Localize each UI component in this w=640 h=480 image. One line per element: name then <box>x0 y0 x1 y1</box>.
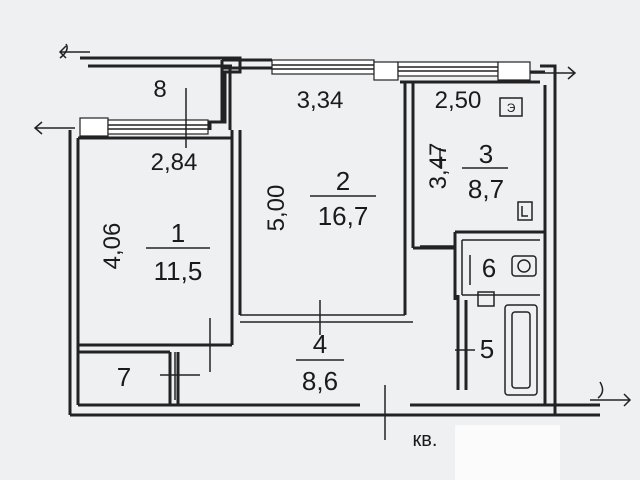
stove-mark: Э <box>507 101 516 115</box>
room-1-width: 4,06 <box>99 223 126 270</box>
room-2-area: 16,7 <box>318 201 369 231</box>
window-pier <box>373 61 399 81</box>
room-3-number: 3 <box>479 139 493 169</box>
window-room-3 <box>397 61 499 77</box>
room-1-number: 1 <box>171 218 185 248</box>
window-pier-left <box>79 117 109 137</box>
window-pier-right <box>497 61 531 81</box>
door-marks <box>160 88 475 440</box>
paper-patch <box>455 425 560 480</box>
sink-icon <box>511 255 537 277</box>
window-room-1 <box>107 119 209 135</box>
room-7-number: 7 <box>117 362 131 392</box>
room-3-width: 2,50 <box>435 87 482 114</box>
interior-walls <box>78 82 545 405</box>
toilet-icon <box>477 291 495 307</box>
section-arrows <box>33 43 632 407</box>
room-4-area: 8,6 <box>302 366 338 396</box>
room-8-number: 8 <box>153 76 166 103</box>
fixtures: Э <box>477 97 538 396</box>
room-3-depth: 3,47 <box>425 143 452 190</box>
exterior-walls <box>68 56 600 417</box>
room-2-number: 2 <box>336 166 350 196</box>
room-1-area: 11,5 <box>154 256 203 286</box>
window-room-2 <box>271 59 375 75</box>
bathtub-icon <box>504 304 538 396</box>
entrance-label: кв. <box>413 429 438 451</box>
sink-drain-icon <box>517 259 531 273</box>
room-1-depth: 2,84 <box>151 149 198 176</box>
room-5-number: 5 <box>480 334 494 364</box>
stove-icon <box>499 97 523 117</box>
room-3-area: 8,7 <box>468 174 504 204</box>
room-2-depth: 5,00 <box>263 185 290 232</box>
room-6-number: 6 <box>482 253 496 283</box>
room-2-width: 3,34 <box>297 87 344 114</box>
vent-box-icon <box>517 201 533 221</box>
windows <box>79 59 531 137</box>
room-4-number: 4 <box>313 329 327 359</box>
